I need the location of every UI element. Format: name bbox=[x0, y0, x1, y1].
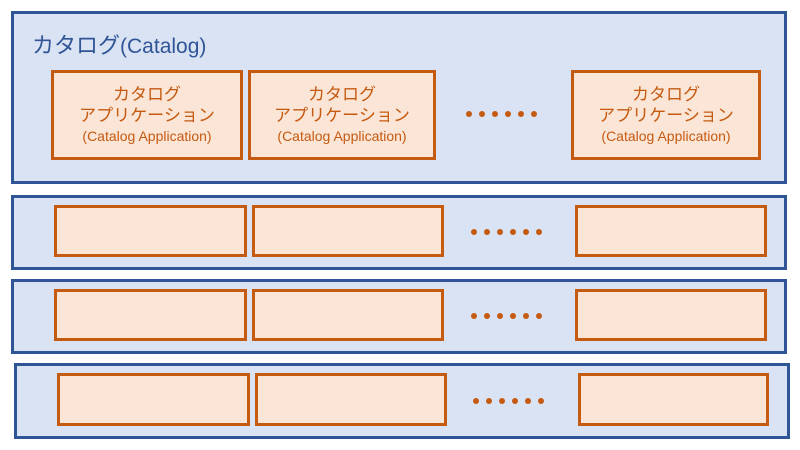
app-label-line3: (Catalog Application) bbox=[601, 127, 731, 144]
catalog-application-box bbox=[252, 205, 444, 257]
ellipsis-dots bbox=[471, 313, 542, 319]
app-label-line1: カタログ bbox=[113, 85, 181, 105]
catalog-application-box bbox=[575, 205, 767, 257]
catalog-application-box: カタログ アプリケーション (Catalog Application) bbox=[51, 70, 243, 160]
catalog-application-box bbox=[575, 289, 767, 341]
app-label-line2: アプリケーション bbox=[598, 106, 734, 127]
ellipsis-dots bbox=[471, 229, 542, 235]
ellipsis-dots bbox=[466, 111, 537, 117]
catalog-application-box bbox=[54, 289, 247, 341]
catalog-title: カタログ(Catalog) bbox=[32, 28, 206, 60]
app-label-line1: カタログ bbox=[632, 85, 700, 105]
catalog-title-en: (Catalog) bbox=[120, 35, 207, 58]
app-label-line1: カタログ bbox=[308, 85, 376, 105]
app-label-line3: (Catalog Application) bbox=[82, 127, 212, 144]
catalog-application-box bbox=[255, 373, 447, 426]
app-label-line2: アプリケーション bbox=[79, 106, 215, 127]
catalog-title-jp: カタログ bbox=[32, 34, 121, 59]
ellipsis-dots bbox=[473, 398, 544, 404]
catalog-application-box bbox=[578, 373, 769, 426]
app-label-line2: アプリケーション bbox=[274, 106, 410, 127]
catalog-application-box: カタログ アプリケーション (Catalog Application) bbox=[248, 70, 436, 160]
catalog-application-box bbox=[54, 205, 247, 257]
catalog-application-box bbox=[252, 289, 444, 341]
catalog-application-box: カタログ アプリケーション (Catalog Application) bbox=[571, 70, 761, 160]
catalog-application-box bbox=[57, 373, 250, 426]
app-label-line3: (Catalog Application) bbox=[277, 127, 407, 144]
